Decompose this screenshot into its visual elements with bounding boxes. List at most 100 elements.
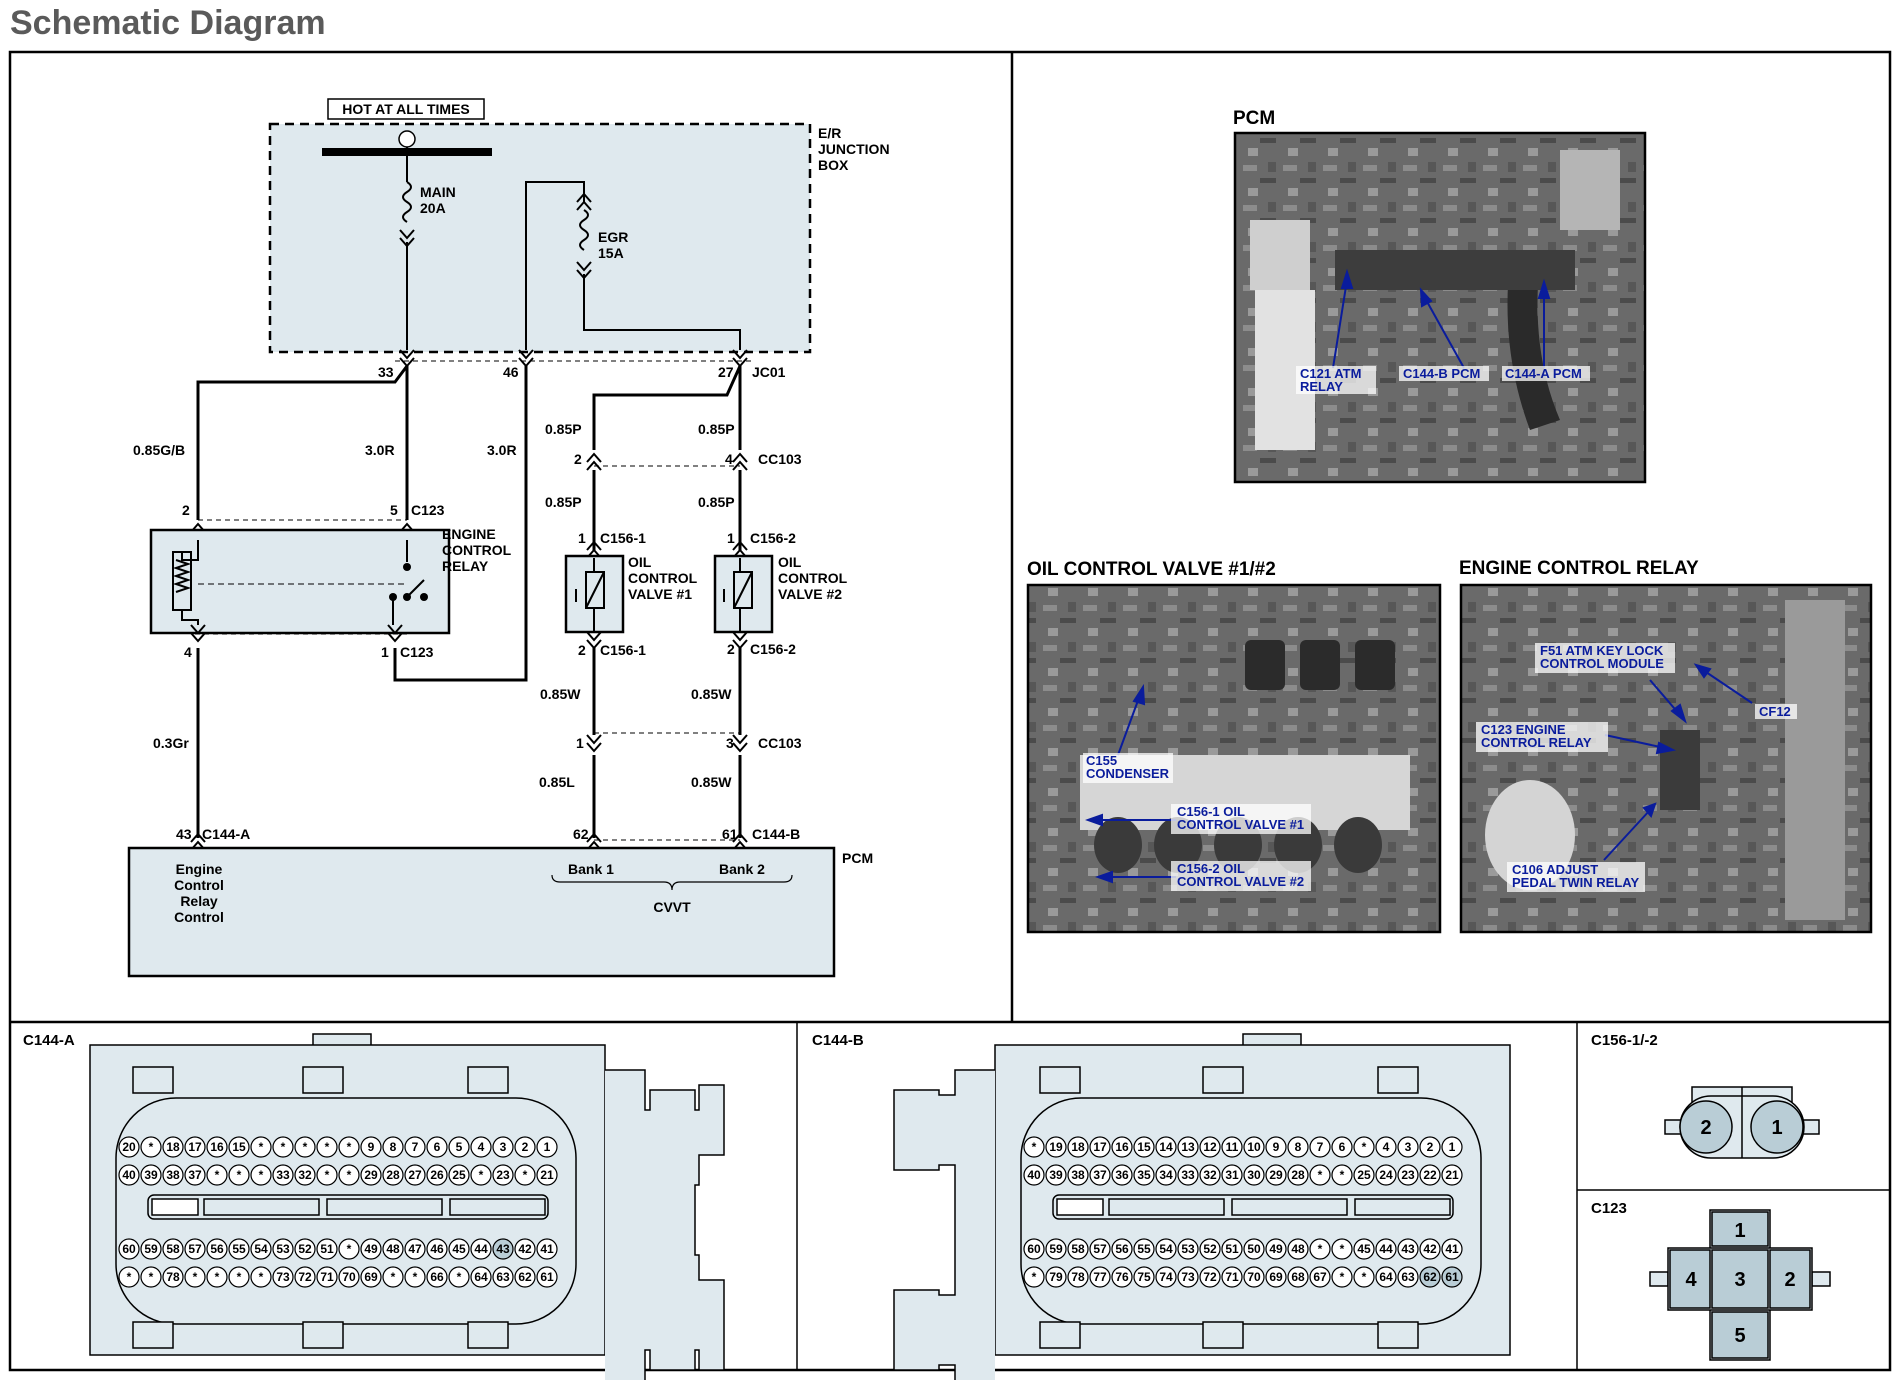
c144a-pin-label: 17 [188, 1140, 202, 1154]
c123-pin-5: 5 [1734, 1325, 1745, 1347]
c144a-pin-label: 3 [500, 1140, 507, 1154]
c144a-pin [338, 1266, 360, 1288]
c144a-pin [272, 1238, 294, 1260]
c144a-pin [360, 1238, 382, 1260]
c144b-pin-label: * [1340, 1270, 1345, 1284]
callout-f51-1: F51 ATM KEY LOCK [1540, 643, 1664, 658]
c144b-pin-label: 44 [1379, 1242, 1393, 1256]
callout-c1561-1: C156-1 OIL [1177, 804, 1245, 819]
c144b-pin [1331, 1164, 1353, 1186]
c144b-pin-label: 17 [1093, 1140, 1107, 1154]
callout-c1562-1: C156-2 OIL [1177, 861, 1245, 876]
c144b-pin-label: 56 [1115, 1242, 1129, 1256]
c144b-pin-label: 40 [1027, 1168, 1041, 1182]
c144b-pin-label: * [1032, 1140, 1037, 1154]
c144a-pin-label: 28 [386, 1168, 400, 1182]
c144a-pin [514, 1266, 536, 1288]
egr-fuse [525, 181, 741, 350]
c144a-pin-label: 8 [390, 1140, 397, 1154]
c144b-pin-label: 79 [1049, 1270, 1063, 1284]
c144a-pin [184, 1136, 206, 1158]
c144b-pin-label: 45 [1357, 1242, 1371, 1256]
c144a-pin [426, 1164, 448, 1186]
c144b-pin [1375, 1164, 1397, 1186]
c144b-pin-label: 19 [1049, 1140, 1063, 1154]
c144a-pin [360, 1266, 382, 1288]
c144a-pin-label: 32 [298, 1168, 312, 1182]
page-title: Schematic Diagram [10, 4, 326, 42]
c144b-pin-label: 52 [1203, 1242, 1217, 1256]
c144b-pin [1155, 1266, 1177, 1288]
pcm-pin62: 62 [573, 826, 589, 842]
c144a-pin-label: 21 [540, 1168, 554, 1182]
ocv2-label-1: OIL [778, 554, 802, 570]
c144b-pin-label: 4 [1383, 1140, 1390, 1154]
c144a-pin [206, 1266, 228, 1288]
c144a-pin [448, 1164, 470, 1186]
c144a-pin-label: 54 [254, 1242, 268, 1256]
c144b-pin [1111, 1136, 1133, 1158]
c144a-pin [316, 1266, 338, 1288]
wire-03gr: 0.3Gr [153, 735, 189, 751]
c144a-pin [338, 1164, 360, 1186]
egr-fuse-label-2: 15A [598, 245, 624, 261]
c144b-pin [1045, 1164, 1067, 1186]
c156-pin-2: 2 [1700, 1117, 1711, 1139]
c144a-pin-label: 55 [232, 1242, 246, 1256]
c144a-pin [404, 1136, 426, 1158]
egr-fuse-label-1: EGR [598, 229, 628, 245]
c144b-pin [1221, 1266, 1243, 1288]
c144a-pin-label: 78 [166, 1270, 180, 1284]
c144b-pin-label: 1 [1449, 1140, 1456, 1154]
c144b-pin [1441, 1136, 1463, 1158]
c144b-pin [1353, 1266, 1375, 1288]
c144b-name: C144-B [812, 1032, 864, 1049]
c144b-pin-label: 24 [1379, 1168, 1393, 1182]
c144b-pin-label: 33 [1181, 1168, 1195, 1182]
c123-pin-1: 1 [1734, 1220, 1745, 1242]
c144a-pin [118, 1136, 140, 1158]
c144b-pin [1397, 1238, 1419, 1260]
c144b-pin [1441, 1164, 1463, 1186]
c144a-pin-label: * [259, 1140, 264, 1154]
c144b-pin-label: 53 [1181, 1242, 1195, 1256]
c144a-pin [250, 1164, 272, 1186]
c144b-pin-label: 12 [1203, 1140, 1217, 1154]
callout-f51-2: CONTROL MODULE [1540, 656, 1664, 671]
engine-control-relay: 2 5 C123 4 1 C123 ENGINE CONTROL RELAY [149, 502, 512, 660]
oil-control-valve-1: 1 C156-1 OIL CONTROL VALVE #1 2 C156-1 [564, 530, 698, 658]
wire-085p-4: 0.85P [698, 494, 735, 510]
c144a-pin [382, 1136, 404, 1158]
c144b-pin-label: 14 [1159, 1140, 1173, 1154]
c144b-pin [1089, 1136, 1111, 1158]
photo-ecr: ENGINE CONTROL RELAY F51 ATM KEY LOCK CO… [1459, 558, 1873, 934]
c144a-pin-label: * [193, 1270, 198, 1284]
c144a-pin [140, 1266, 162, 1288]
c144a-pin-label: 38 [166, 1168, 180, 1182]
callout-c123-1: C123 ENGINE [1481, 722, 1566, 737]
c144b-pin [1419, 1238, 1441, 1260]
pcm-label: PCM [842, 850, 873, 866]
c144b-pin [1199, 1238, 1221, 1260]
photo-ocv: OIL CONTROL VALVE #1/#2 C155 CONDENSER [1026, 559, 1442, 934]
c144b-pin [1155, 1238, 1177, 1260]
wire-085w-1: 0.85W [540, 686, 581, 702]
c144a-pin-label: 64 [474, 1270, 488, 1284]
ocv2-pin-top: 1 [727, 530, 735, 546]
c144a-pin [492, 1266, 514, 1288]
c144a-pin-label: 16 [210, 1140, 224, 1154]
c144a-pin [184, 1266, 206, 1288]
callout-c106-2: PEDAL TWIN RELAY [1512, 875, 1639, 890]
ocv1-label-3: VALVE #1 [628, 586, 692, 602]
wire-085p-1: 0.85P [545, 421, 582, 437]
c144b-pin-label: 38 [1071, 1168, 1085, 1182]
c144a-pin-label: * [413, 1270, 418, 1284]
relay-label-1: ENGINE [442, 526, 496, 542]
c144b-pin-label: 15 [1137, 1140, 1151, 1154]
c144a-pin [206, 1164, 228, 1186]
c144b-pin [1199, 1164, 1221, 1186]
c144b-pin [1243, 1266, 1265, 1288]
cc103-bottom-pin1: 1 [576, 735, 584, 751]
c144a-pin [536, 1164, 558, 1186]
c144a-pin [536, 1238, 558, 1260]
